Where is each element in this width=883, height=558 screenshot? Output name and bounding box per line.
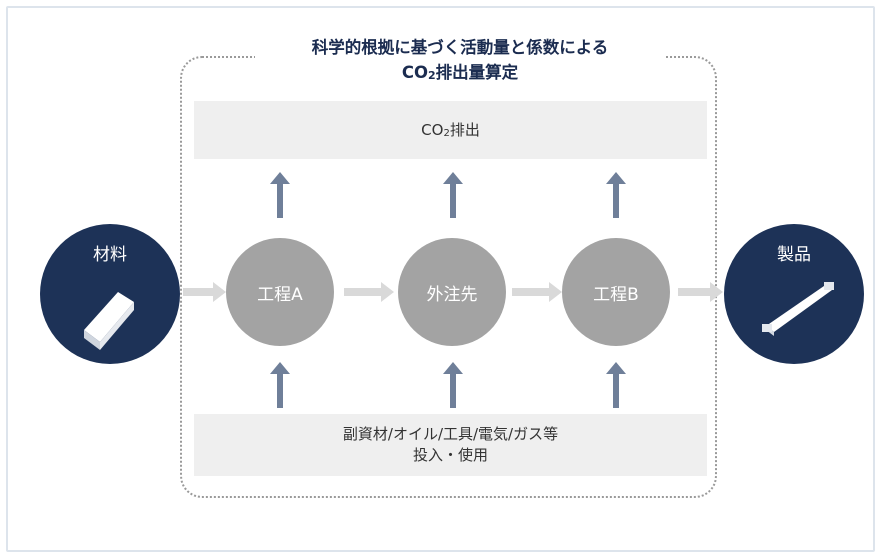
process-a-node: 工程A (226, 238, 334, 346)
flow-arrow-outsource-to-b (512, 282, 562, 302)
diagram-title: 科学的根拠に基づく活動量と係数による CO2排出量算定 (255, 35, 665, 88)
emission-arrow-b (606, 172, 626, 218)
emission-co: CO (421, 121, 444, 139)
input-line-1: 副資材/オイル/工具/電気/ガス等 (342, 425, 559, 443)
title-suffix: 排出量算定 (435, 63, 519, 82)
flow-arrow-material-to-a (183, 282, 226, 302)
emission-band: CO2排出 (194, 101, 707, 159)
input-arrow-b (606, 362, 626, 408)
product-node: 製品 (724, 224, 864, 364)
input-band: 副資材/オイル/工具/電気/ガス等 投入・使用 (194, 414, 707, 476)
material-label: 材料 (93, 245, 127, 265)
flow-arrow-b-to-product (678, 282, 723, 302)
input-arrow-outsource (443, 362, 463, 408)
material-block-icon (84, 292, 134, 350)
process-b-label: 工程B (593, 284, 639, 305)
flow-arrow-a-to-outsource (344, 282, 394, 302)
title-line-2: CO2排出量算定 (255, 60, 665, 88)
outsource-label: 外注先 (426, 284, 478, 305)
emission-suffix: 排出 (449, 121, 480, 139)
input-line-2: 投入・使用 (412, 446, 488, 464)
input-arrow-a (270, 362, 290, 408)
title-co: CO (401, 63, 428, 82)
title-line-1: 科学的根拠に基づく活動量と係数による (311, 38, 609, 57)
title-subscript: 2 (427, 69, 436, 82)
product-part-icon (762, 282, 834, 336)
emission-subscript: 2 (443, 128, 450, 139)
emission-arrow-outsource (443, 172, 463, 218)
process-b-node: 工程B (562, 238, 670, 346)
outsource-node: 外注先 (398, 238, 506, 346)
emission-arrow-a (270, 172, 290, 218)
title-background (255, 32, 665, 92)
process-a-label: 工程A (257, 284, 303, 305)
material-node: 材料 (40, 224, 180, 364)
product-label: 製品 (777, 245, 811, 265)
